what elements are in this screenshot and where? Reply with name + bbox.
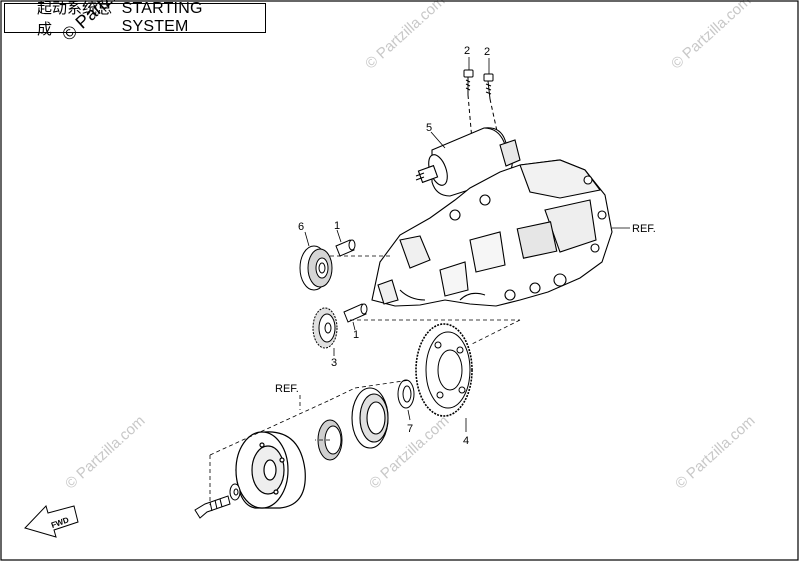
idle-gear-part-6 bbox=[299, 245, 333, 291]
callout-6: 6 bbox=[298, 221, 304, 233]
title-english: STARTING SYSTEM bbox=[121, 0, 203, 35]
fwd-direction-arrow bbox=[24, 505, 79, 538]
flywheel-bolt bbox=[194, 495, 231, 519]
callout-2a: 2 bbox=[464, 45, 470, 57]
washer-part-7 bbox=[397, 379, 415, 409]
bolt-part-2b bbox=[483, 73, 501, 146]
flywheel-washer bbox=[229, 483, 241, 501]
callout-2b: 2 bbox=[484, 46, 490, 58]
callout-7: 7 bbox=[407, 423, 413, 435]
shaft-part-1b bbox=[343, 303, 368, 323]
shaft-part-1a bbox=[335, 239, 356, 257]
callout-5: 5 bbox=[426, 122, 432, 134]
callout-1b: 1 bbox=[353, 329, 359, 341]
engine-crankcase-ref bbox=[371, 159, 613, 307]
assembly-dashed-lines bbox=[209, 255, 521, 505]
callout-ref-a: REF. bbox=[275, 383, 299, 395]
starter-ring-gear-part-4 bbox=[415, 323, 473, 417]
callout-ref-b: REF. bbox=[632, 223, 656, 235]
flywheel-rotor bbox=[235, 431, 306, 509]
clutch-housing bbox=[351, 387, 389, 449]
callout-4: 4 bbox=[463, 435, 469, 447]
callout-3: 3 bbox=[331, 357, 337, 369]
callout-1a: 1 bbox=[334, 220, 340, 232]
reduction-gear-part-3 bbox=[312, 307, 338, 349]
title-chinese: 起动系统总成 bbox=[37, 0, 113, 38]
bolt-part-2a bbox=[463, 69, 474, 141]
diagram-title-box: 起动系统总成 STARTING SYSTEM bbox=[4, 0, 266, 38]
